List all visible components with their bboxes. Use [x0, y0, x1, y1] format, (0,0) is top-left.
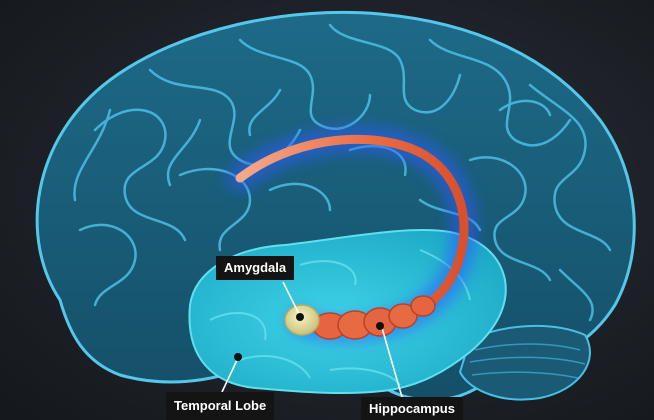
temporal-lobe-label: Temporal Lobe [166, 392, 274, 420]
hippocampus-label: Hippocampus [361, 397, 463, 420]
amygdala-marker [296, 313, 304, 321]
hippocampus-marker [376, 322, 384, 330]
amygdala-label: Amygdala [216, 256, 294, 280]
temporal-lobe-marker [234, 353, 242, 361]
